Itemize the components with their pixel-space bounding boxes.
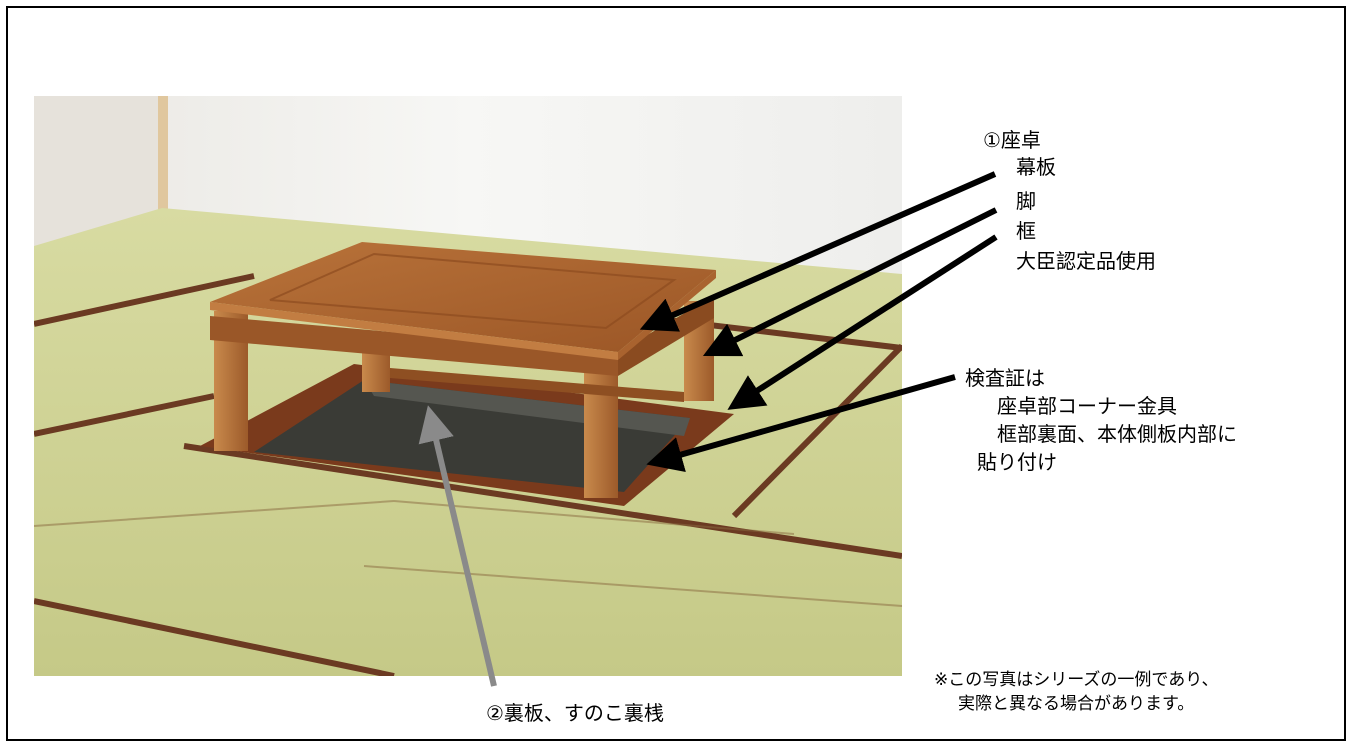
arrow-ashi [702, 207, 998, 357]
disclaimer-line2: 実際と異なる場合があります。 [958, 694, 1195, 714]
disclaimer-line1: ※この写真はシリーズの一例であり、 [934, 670, 1219, 690]
kotatsu-photo [34, 96, 902, 676]
label-urabame: ②裏板、すのこ裏桟 [486, 701, 664, 725]
label-makuita: 幕板 [1016, 155, 1056, 179]
label-zataku: ①座卓 [983, 128, 1041, 152]
label-kensa-line2: 框部裏面、本体側板内部に [997, 422, 1237, 446]
label-kensa-line3: 貼り付け [977, 450, 1057, 474]
label-ashi: 脚 [1016, 189, 1036, 213]
label-kensa: 検査証は [965, 366, 1045, 390]
arrow-makuita [639, 171, 997, 332]
label-waku: 框 [1016, 219, 1036, 243]
label-daijin: 大臣認定品使用 [1016, 249, 1156, 273]
arrow-kensa [646, 374, 956, 472]
arrow-waku [727, 234, 998, 410]
arrow-urabame [418, 405, 497, 687]
label-kensa-line1: 座卓部コーナー金具 [997, 394, 1177, 418]
